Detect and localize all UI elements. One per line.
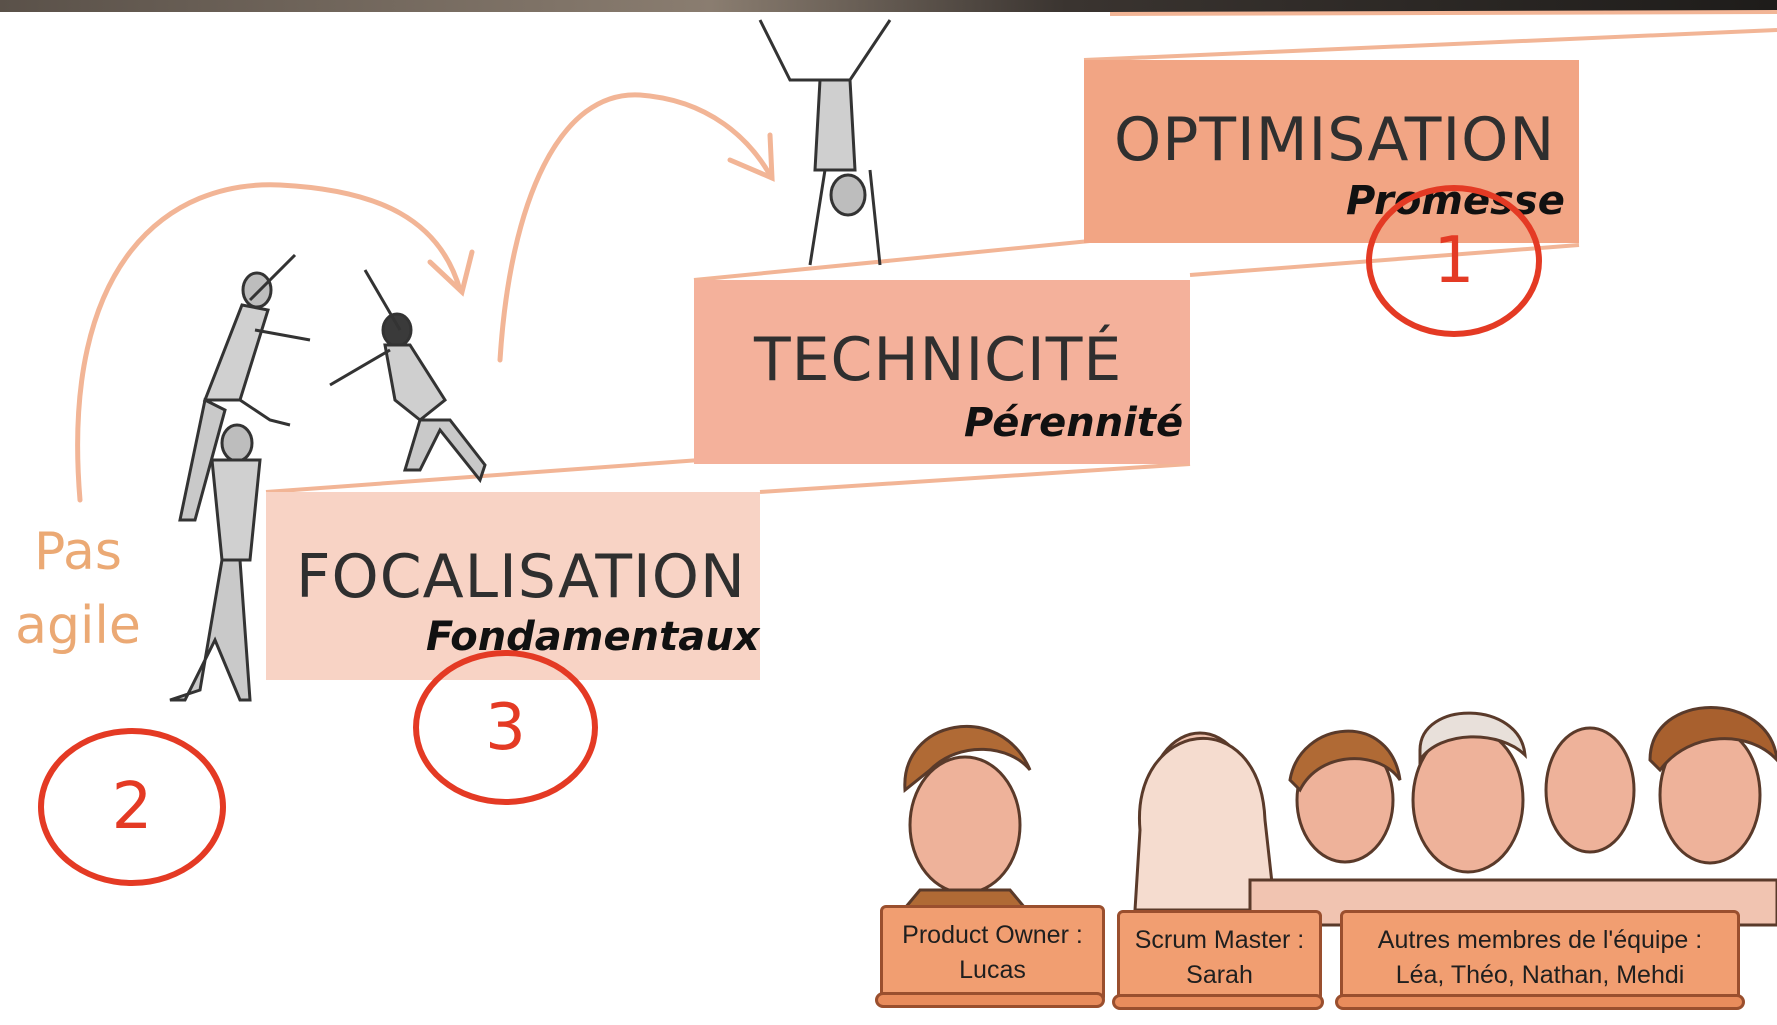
step-focalisation: FOCALISATION Fondamentaux (266, 492, 760, 680)
step-subtitle: Pérennité (964, 400, 1184, 446)
banner-role: Scrum Master : (1134, 926, 1305, 954)
banner-scroll-curl (1335, 994, 1745, 1010)
pas-agile-label: Pas agile (8, 515, 148, 663)
step-title: FOCALISATION (296, 542, 746, 612)
marker-3: 3 (413, 650, 598, 805)
banner-scroll-curl (1112, 994, 1324, 1010)
jump-arrows (75, 92, 775, 503)
banner-role: Autres membres de l'équipe : (1377, 926, 1703, 954)
banner-scroll-curl (875, 992, 1105, 1008)
banner-scrum-master: Scrum Master : Sarah (1117, 910, 1322, 1005)
marker-2: 2 (38, 728, 226, 886)
banner-names: Lucas (959, 956, 1026, 984)
handstand-figure (758, 19, 892, 266)
banner-team-members: Autres membres de l'équipe : Léa, Théo, … (1340, 910, 1740, 1005)
banner-product-owner: Product Owner : Lucas (880, 905, 1105, 1003)
step-technicite: TECHNICITÉ Pérennité (694, 280, 1190, 464)
pas-agile-line2: agile (15, 596, 141, 656)
step-title: OPTIMISATION (1114, 105, 1556, 175)
banner-names: Sarah (1186, 961, 1253, 989)
jumping-woman-figure (329, 269, 487, 484)
marker-1: 1 (1366, 185, 1542, 337)
carrying-men-figure (169, 253, 311, 702)
top-border (0, 0, 1777, 12)
step-optimisation: OPTIMISATION Promesse (1084, 60, 1579, 243)
banner-names: Léa, Théo, Nathan, Mehdi (1395, 961, 1685, 989)
pas-agile-line1: Pas (34, 522, 122, 582)
banner-role: Product Owner : (902, 921, 1083, 949)
team-faces (891, 706, 1777, 927)
step-title: TECHNICITÉ (754, 325, 1123, 395)
